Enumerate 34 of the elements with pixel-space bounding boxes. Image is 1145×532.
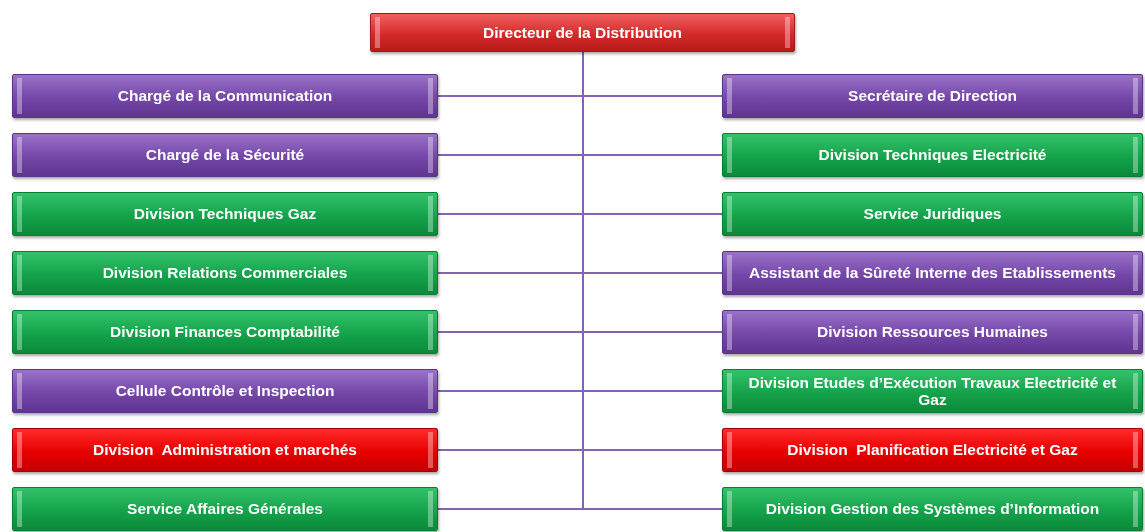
- org-unit-box: [12, 487, 438, 531]
- unit-title: Assistant de la Sûreté Interne des Etablissements: [749, 264, 1116, 282]
- unit-title: Service Affaires Générales: [127, 500, 323, 518]
- unit-title: Division Relations Commerciales: [102, 264, 348, 282]
- director-box: [370, 13, 795, 52]
- unit-title: Division Etudes d’Exécution Travaux Electricité et Gaz: [747, 373, 1118, 409]
- org-unit-box: [722, 192, 1143, 236]
- org-unit-box: [722, 369, 1143, 413]
- org-unit-box: [722, 487, 1143, 531]
- unit-title: Chargé de la Communication: [117, 87, 333, 105]
- org-unit-box: [12, 310, 438, 354]
- org-unit-box: [12, 251, 438, 295]
- org-unit-box: [722, 133, 1143, 177]
- unit-title: Directeur de la Distribution: [483, 23, 682, 42]
- unit-title: Division Planification Electricité et Gaz: [787, 441, 1078, 459]
- org-unit-box: [722, 74, 1143, 118]
- unit-title: Division Techniques Gaz: [133, 205, 317, 223]
- unit-title: Secrétaire de Direction: [848, 87, 1017, 105]
- unit-title: Division Techniques Electricité: [818, 146, 1047, 164]
- unit-title: Division Gestion des Systèmes d’Information: [765, 500, 1100, 518]
- unit-title: Division Ressources Humaines: [817, 323, 1048, 341]
- org-unit-box: [722, 428, 1143, 472]
- org-unit-box: [12, 74, 438, 118]
- unit-title: Service Juridiques: [863, 205, 1002, 223]
- unit-title: Division Administration et marchés: [93, 441, 357, 459]
- unit-title: Division Finances Comptabilité: [110, 323, 340, 341]
- org-unit-box: [722, 310, 1143, 354]
- unit-title: Cellule Contrôle et Inspection: [115, 382, 335, 400]
- org-unit-box: [12, 133, 438, 177]
- org-unit-box: [12, 369, 438, 413]
- unit-title: Chargé de la Sécurité: [145, 146, 305, 164]
- org-unit-box: [722, 251, 1143, 295]
- org-unit-box: [12, 192, 438, 236]
- org-unit-box: [12, 428, 438, 472]
